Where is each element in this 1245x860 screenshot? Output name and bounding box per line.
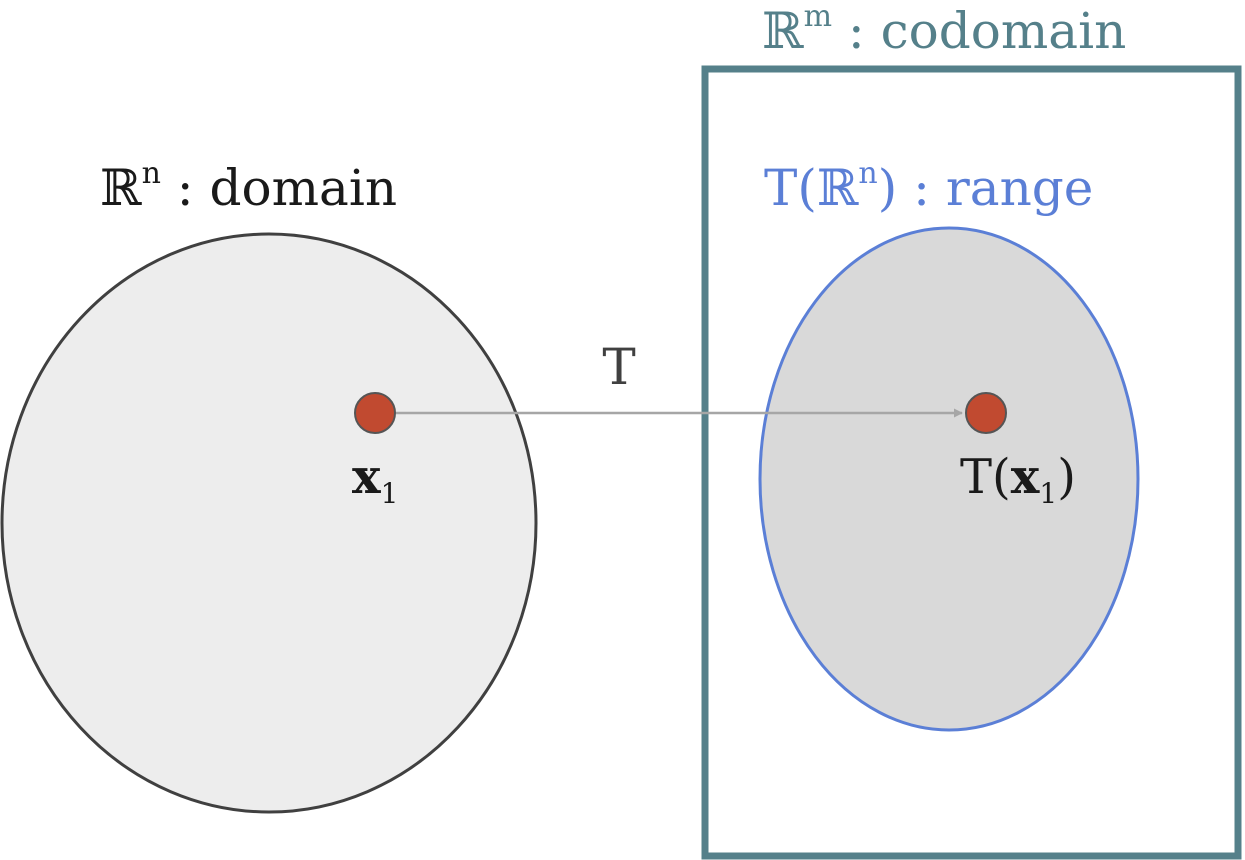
- x1-label: x1: [352, 449, 398, 510]
- codomain-box: [701, 65, 1242, 860]
- range-label: T(ℝn) : range: [764, 156, 1093, 217]
- x1-name: x: [352, 449, 381, 505]
- point-x1: [354, 392, 396, 434]
- codomain-label: ℝm : codomain: [762, 0, 1126, 60]
- t-x1-subscript: 1: [1039, 477, 1057, 510]
- codomain-exponent: m: [804, 0, 832, 34]
- t-x1-prefix: T(: [960, 449, 1011, 505]
- range-ellipse: [758, 226, 1140, 732]
- mapping-label: T: [602, 338, 635, 396]
- point-t-x1: [965, 392, 1007, 434]
- x1-subscript: 1: [381, 477, 399, 510]
- range-prefix: T(ℝ: [764, 159, 859, 217]
- range-suffix: ) : range: [878, 159, 1094, 217]
- t-x1-name: x: [1011, 449, 1040, 505]
- codomain-symbol: ℝ: [762, 2, 804, 60]
- range-exponent: n: [858, 156, 877, 191]
- domain-label: ℝn : domain: [100, 156, 397, 217]
- domain-symbol: ℝ: [100, 159, 142, 217]
- codomain-suffix: : codomain: [832, 2, 1126, 60]
- domain-suffix: : domain: [161, 159, 397, 217]
- domain-ellipse: [0, 232, 538, 814]
- t-x1-label: T(x1): [960, 449, 1076, 510]
- t-x1-suffix: ): [1057, 449, 1076, 505]
- domain-exponent: n: [142, 156, 161, 191]
